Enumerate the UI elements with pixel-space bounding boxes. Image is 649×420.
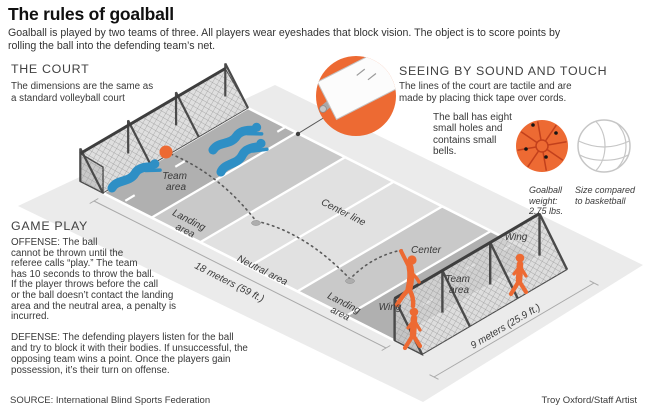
offense-line-7: area and the neutral area, a penalty is bbox=[11, 300, 177, 312]
far-goal bbox=[79, 63, 249, 195]
court-description-line-1: The dimensions are the same as bbox=[11, 81, 154, 92]
defense-paragraph: DEFENSE: The defending players listen fo… bbox=[11, 332, 248, 376]
offense-line-3: referee calls “play.” The team bbox=[11, 258, 138, 270]
offense-line-2: cannot be thrown until the bbox=[11, 247, 124, 259]
offense-line-8: incurred. bbox=[11, 311, 50, 323]
section-heading-court: THE COURT bbox=[11, 62, 90, 76]
offense-line-6: or the ball doesn’t contact the landing bbox=[11, 289, 174, 301]
center-player-label: Center bbox=[411, 245, 442, 256]
section-heading-seeing: SEEING BY SOUND AND TOUCH bbox=[399, 64, 608, 78]
goalball-on-court bbox=[159, 145, 173, 159]
ball-description: The ball has eight small holes and conta… bbox=[433, 112, 512, 158]
ball-description-line-3: contains small bbox=[433, 134, 497, 146]
artist-credit: Troy Oxford/Staff Artist bbox=[541, 395, 637, 406]
landing-area-near bbox=[297, 206, 491, 316]
intro-text: Goalball is played by two teams of three… bbox=[8, 27, 560, 53]
basketball-caption: Size compared to basketball bbox=[575, 185, 635, 206]
goalball-caption-line-3: 2.75 lbs. bbox=[529, 206, 564, 216]
goalball-icon bbox=[516, 120, 568, 172]
defending-players bbox=[107, 122, 269, 193]
goalball-caption-line-2: weight: bbox=[529, 195, 558, 206]
blue-player-3 bbox=[216, 138, 269, 177]
defense-line-4: possession, it’s their turn on offense. bbox=[11, 365, 170, 376]
ball-description-line-1: The ball has eight bbox=[433, 112, 512, 123]
court-description: The dimensions are the same as a standar… bbox=[11, 81, 153, 104]
source-credit: SOURCE: International Blind Sports Feder… bbox=[10, 395, 211, 406]
width-dimension bbox=[429, 280, 599, 380]
callout-endpoint-dot bbox=[295, 131, 301, 137]
basketball-caption-line-1: Size compared bbox=[575, 185, 636, 195]
wing-right-label: Wing bbox=[505, 232, 528, 243]
goalball-caption: Goalball weight: 2.75 lbs. bbox=[529, 185, 563, 217]
team-area-far-label-2: area bbox=[166, 182, 186, 193]
court-description-line-2: a standard volleyball court bbox=[11, 92, 125, 104]
goalball-caption-line-1: Goalball bbox=[529, 185, 563, 195]
landing-area-far bbox=[151, 132, 346, 243]
intro-line-2: rolling the ball into the defending team… bbox=[8, 40, 216, 52]
offense-line-4: has 10 seconds to throw the ball. bbox=[11, 268, 155, 280]
defense-line-3: opposing team wins a point. Once the pla… bbox=[11, 354, 231, 365]
ball-trajectory bbox=[165, 151, 403, 281]
ball-description-line-4: bells. bbox=[433, 146, 457, 158]
bounce-marker-2 bbox=[345, 278, 355, 284]
offense-line-5: If the player throws before the call bbox=[11, 279, 159, 291]
team-area-near-label-2: area bbox=[449, 285, 469, 296]
near-goal bbox=[393, 212, 569, 357]
section-heading-gameplay: GAME PLAY bbox=[11, 219, 88, 233]
offense-line-1: OFFENSE: The ball bbox=[11, 237, 98, 248]
svg-text:Team area: Team area bbox=[445, 274, 472, 296]
defense-line-1: DEFENSE: The defending players listen fo… bbox=[11, 332, 234, 343]
blue-player-1 bbox=[107, 159, 162, 193]
basketball-icon bbox=[577, 119, 631, 173]
offense-paragraph: OFFENSE: The ball cannot be thrown until… bbox=[11, 237, 177, 323]
page-title: The rules of goalball bbox=[8, 4, 174, 24]
seeing-description: The lines of the court are tactile and a… bbox=[399, 81, 572, 104]
orange-player-wing-right bbox=[508, 253, 529, 297]
basketball-caption-line-2: to basketball bbox=[575, 195, 626, 206]
wing-left-label: Wing bbox=[379, 302, 402, 313]
seeing-description-line-1: The lines of the court are tactile and a… bbox=[399, 81, 572, 92]
bounce-marker-1 bbox=[251, 220, 261, 226]
team-area-far bbox=[103, 108, 297, 218]
team-area-near-label-1: Team bbox=[445, 274, 470, 285]
orange-player-center bbox=[394, 249, 421, 309]
defense-line-2: and try to block it with their bodies. I… bbox=[11, 343, 248, 354]
ball-description-line-2: small holes and bbox=[433, 123, 503, 135]
offensive-players bbox=[394, 249, 529, 351]
blue-player-2 bbox=[208, 122, 264, 155]
team-area-far-label-1: Team bbox=[162, 171, 187, 182]
seeing-description-line-2: made by placing thick tape over cords. bbox=[399, 92, 567, 104]
svg-text:Team area: Team area bbox=[162, 171, 189, 193]
length-dimension bbox=[89, 198, 391, 351]
intro-line-1: Goalball is played by two teams of three… bbox=[8, 27, 561, 39]
orange-player-wing-left bbox=[402, 307, 423, 351]
